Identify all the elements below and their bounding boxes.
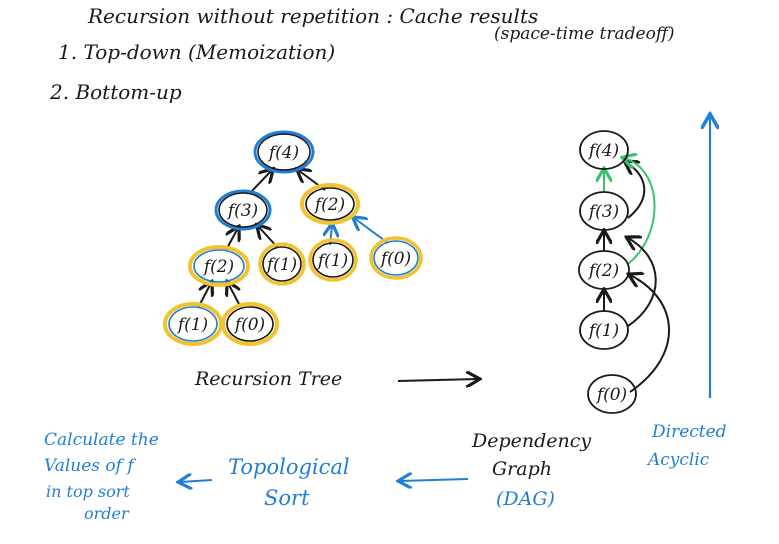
dag-edge-f2-f4	[624, 158, 656, 265]
recursion-tree-caption: Recursion Tree	[195, 368, 343, 390]
svg-text:f(4): f(4)	[267, 143, 299, 163]
graph-label: Graph	[492, 458, 552, 480]
svg-text:f(0): f(0)	[595, 385, 627, 405]
svg-text:f(0): f(0)	[233, 315, 265, 335]
dag-edges	[604, 158, 670, 393]
tree-edges	[197, 170, 389, 309]
title-line: Recursion without repetition : Cache res…	[88, 4, 539, 28]
dag-node-f4: f(4)	[579, 130, 629, 170]
edge-f3-f4	[249, 170, 272, 194]
calc-line-2: Values of f	[44, 456, 134, 476]
dag-to-topo-arrow	[400, 479, 469, 481]
calc-line-4: order	[84, 504, 129, 523]
tree-node-f0-bottom: f(0)	[221, 302, 279, 346]
tree-node-f2-left: f(2)	[188, 245, 250, 287]
dag-node-f0: f(0)	[587, 374, 637, 414]
svg-text:f(1): f(1)	[316, 251, 348, 271]
calc-line-3: in top sort	[46, 482, 130, 501]
svg-text:f(0): f(0)	[379, 249, 411, 269]
dag-node-f2: f(2)	[578, 250, 630, 290]
dag-edge-f0-f2	[630, 275, 670, 393]
tree-node-f1-right: f(1)	[308, 238, 358, 282]
title-subnote: (space-time tradeoff)	[494, 24, 675, 44]
svg-text:f(4): f(4)	[587, 141, 619, 161]
svg-text:f(1): f(1)	[176, 315, 208, 335]
tree-node-f0-right: f(0)	[369, 236, 423, 280]
acyclic-label: Acyclic	[648, 450, 710, 470]
topological-label: Topological	[228, 455, 350, 479]
sort-label: Sort	[264, 486, 310, 510]
svg-text:f(2): f(2)	[313, 195, 345, 215]
calc-line-1: Calculate the	[44, 430, 159, 450]
edge-f0-f2b	[354, 218, 389, 244]
tree-node-f3: f(3)	[214, 189, 272, 231]
directed-label: Directed	[652, 422, 727, 442]
dag-node-f1: f(1)	[579, 310, 629, 350]
topo-to-calc-arrow	[180, 480, 213, 482]
list-item-top-down: 1. Top-down (Memoization)	[58, 40, 336, 64]
svg-text:f(1): f(1)	[587, 321, 619, 341]
dag-edge-f1-f3	[628, 238, 657, 327]
svg-text:f(3): f(3)	[226, 201, 258, 221]
tree-node-f2-right: f(2)	[300, 183, 360, 225]
dag-label: (DAG)	[496, 488, 555, 510]
dependency-label: Dependency	[472, 430, 592, 452]
tree-to-dag-arrow	[397, 379, 478, 381]
tree-node-f1-mid: f(1)	[258, 242, 306, 286]
tree-node-f4: f(4)	[253, 130, 315, 174]
dag-node-f3: f(3)	[579, 191, 629, 231]
edge-f1-f2b	[330, 225, 332, 246]
tree-node-f1-bottom: f(1)	[163, 302, 223, 346]
svg-text:f(3): f(3)	[587, 202, 619, 222]
list-item-bottom-up: 2. Bottom-up	[50, 80, 182, 104]
edge-f0-f2	[228, 283, 241, 307]
svg-text:f(1): f(1)	[265, 255, 297, 275]
svg-text:f(2): f(2)	[202, 257, 234, 277]
svg-text:f(2): f(2)	[587, 261, 619, 281]
